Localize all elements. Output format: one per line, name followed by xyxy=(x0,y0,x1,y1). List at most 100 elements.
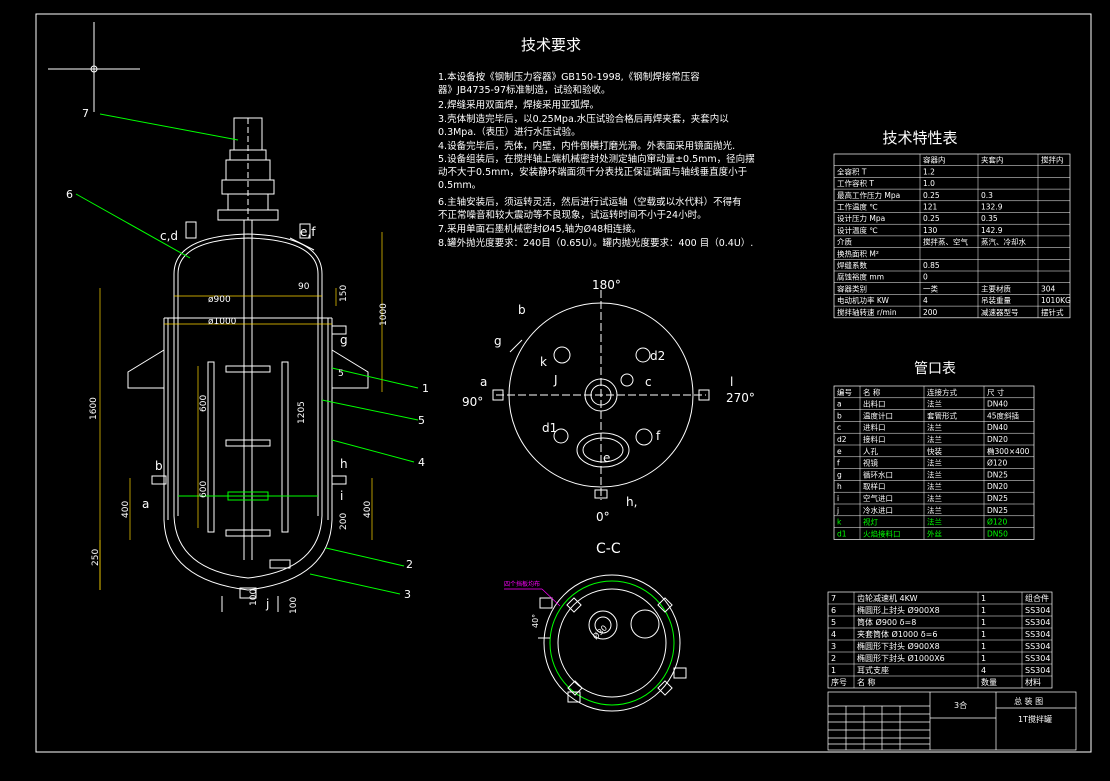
parts-cell: 耳式支座 xyxy=(857,665,889,675)
table-cell: 法兰 xyxy=(927,505,942,515)
angle-180: 180° xyxy=(592,278,621,292)
table-cell: i xyxy=(837,494,839,503)
top-label-h: h, xyxy=(626,495,637,509)
tech-req-line: 6.主轴安装后，须运转灵活，然后进行试运轴（空载或以水代料）不得有 xyxy=(438,196,742,208)
callout-leaders xyxy=(75,113,419,595)
table-cell: 摆针式 xyxy=(1041,307,1064,317)
parts-cell: SS304 xyxy=(1025,630,1050,639)
top-label-c: c xyxy=(645,375,652,389)
tech-requirements-text: 1.本设备按《钢制压力容器》GB150-1998,《钢制焊接常压容 器》JB47… xyxy=(438,71,755,249)
dim-5: 5 xyxy=(338,369,344,379)
dimension-lines xyxy=(99,232,383,590)
parts-cell: 1 xyxy=(981,618,986,627)
tech-requirements-title: 技术要求 xyxy=(521,36,581,54)
dim-1000: 1000 xyxy=(379,303,389,326)
baffle-note: 四个挡板均布 xyxy=(504,580,540,588)
table-cell: 人孔 xyxy=(863,447,878,456)
parts-cell: 1 xyxy=(981,606,986,615)
top-label-J: J xyxy=(553,373,558,387)
table-cell: Ø120 xyxy=(987,518,1007,527)
table-cell: 0.35 xyxy=(981,214,998,223)
parts-cell: SS304 xyxy=(1025,606,1050,615)
top-label-l: l xyxy=(730,375,733,389)
table-cell: 容器类别 xyxy=(837,283,867,293)
table-cell: 法兰 xyxy=(927,434,942,444)
table-cell: 工作容积 T xyxy=(837,178,874,188)
parts-cell: SS304 xyxy=(1025,666,1050,675)
section-cc-labels: C-C 四个挡板均布 40° Ø30 xyxy=(504,541,621,641)
table-cell: 吊装重量 xyxy=(981,295,1011,305)
table-cell: 304 xyxy=(1041,284,1056,293)
table-cell: 法兰 xyxy=(927,469,942,479)
top-label-e: e xyxy=(603,451,610,465)
table-cell: 0.85 xyxy=(923,261,940,270)
tech-req-line: 5.设备组装后，在搅拌轴上端机械密封处测定轴向窜动量±0.5mm，径向摆 xyxy=(438,153,755,165)
title-block xyxy=(827,691,1077,751)
dim-250: 250 xyxy=(91,549,101,566)
table-cell: g xyxy=(837,470,842,479)
table-cell: 减速器型号 xyxy=(981,307,1019,317)
table-cell: 法兰 xyxy=(927,517,942,527)
table-header-cell: 搅拌内 xyxy=(1041,155,1064,165)
callout-7: 7 xyxy=(82,107,89,120)
tech-req-line: 1.本设备按《钢制压力容器》GB150-1998,《钢制焊接常压容 xyxy=(438,71,700,83)
drawing-name: 1T搅拌罐 xyxy=(1018,714,1052,724)
parts-cell: 1 xyxy=(981,642,986,651)
table-cell: DN25 xyxy=(987,506,1008,515)
title-block-left-label: 3合 xyxy=(954,700,967,710)
label-g: g xyxy=(340,333,348,347)
table-cell: h xyxy=(837,482,842,491)
table-cell: 椭300×400 xyxy=(987,447,1030,456)
callout-2: 2 xyxy=(406,558,413,571)
parts-cell: SS304 xyxy=(1025,654,1050,663)
table-cell: 温度计口 xyxy=(863,410,893,420)
parts-header-cell: 数量 xyxy=(981,677,997,687)
parts-cell: 椭圆形下封头 Ø900X8 xyxy=(857,641,940,651)
drawing-title: 总 装 图 xyxy=(1014,696,1043,706)
dim-400-right: 400 xyxy=(363,501,373,518)
tech-req-line: 4.设备完毕后，壳体，内壁，内件倒横打磨光滑。外表面采用镜面抛光. xyxy=(438,140,735,152)
table-cell: 全容积 T xyxy=(837,166,867,176)
top-label-d2: d2 xyxy=(650,349,665,363)
main-view-nozzle-labels: a b c,d e,f g h i j xyxy=(142,225,348,611)
table-cell: 4 xyxy=(923,296,928,305)
table-cell: 132.9 xyxy=(981,203,1003,212)
table-cell: 0.3 xyxy=(981,191,993,200)
top-label-b: b xyxy=(518,303,526,317)
table-cell: 快装 xyxy=(927,446,942,456)
table-cell: 一类 xyxy=(923,283,938,293)
dim-600a: 600 xyxy=(199,395,209,412)
table-cell: 接料口 xyxy=(863,434,886,444)
dim-1600: 1600 xyxy=(89,397,99,420)
table-cell: d1 xyxy=(837,529,847,538)
dim-100b: 100 xyxy=(289,597,299,614)
dim-100a: 100 xyxy=(249,589,259,606)
tech-req-line: 8.罐外抛光度要求：240目（0.65U）。罐内抛光度要求：400 目（0.4U… xyxy=(438,237,753,249)
table-cell: 取样口 xyxy=(863,481,886,491)
parts-header-cell: 材料 xyxy=(1025,677,1041,687)
top-label-d1: d1 xyxy=(542,421,557,435)
table-cell: 最高工作压力 Mpa xyxy=(837,190,900,200)
callout-5: 5 xyxy=(418,414,425,427)
table-cell: f xyxy=(837,459,840,468)
table-cell: 0.25 xyxy=(923,191,940,200)
parts-cell: 5 xyxy=(831,618,836,627)
table-cell: 搅拌蒸、空气 xyxy=(923,237,968,247)
section-cc-view xyxy=(538,574,687,712)
table-cell: Ø120 xyxy=(987,459,1007,468)
table-cell: 冷水进口 xyxy=(863,505,893,515)
table-cell: 法兰 xyxy=(927,399,942,409)
parts-cell: 2 xyxy=(831,654,836,663)
table-cell: 121 xyxy=(923,203,938,212)
parts-cell: 夹套筒体 Ø1000 δ=6 xyxy=(857,629,937,639)
parts-cell: 3 xyxy=(831,642,836,651)
table-header-cell: 尺 寸 xyxy=(987,387,1005,397)
table-cell: 火焰接料口 xyxy=(863,528,901,538)
tech-req-line: 0.5mm。 xyxy=(438,180,481,191)
table-cell: 130 xyxy=(923,226,938,235)
callout-3: 3 xyxy=(404,588,411,601)
table-header-cell: 名 称 xyxy=(863,387,881,397)
dim-150: 150 xyxy=(339,285,349,302)
